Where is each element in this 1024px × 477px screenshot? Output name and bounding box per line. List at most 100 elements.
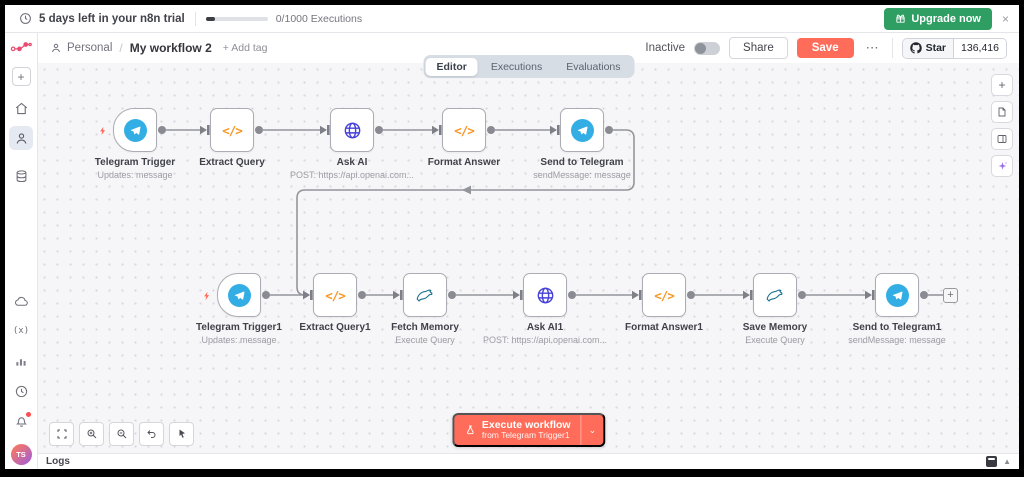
user-icon [16,132,26,144]
undo-icon [146,430,155,438]
status-label: Inactive [645,42,686,54]
node-label: Ask AI [336,157,368,168]
sticky-note-button[interactable] [991,101,1013,123]
home-icon [15,102,27,114]
ai-assistant-button[interactable] [991,155,1013,177]
add-node-endpoint[interactable]: + [943,288,958,303]
breadcrumb-project[interactable]: Personal [50,42,112,54]
more-menu-icon[interactable]: ⋯ [865,40,880,55]
node-box[interactable] [113,108,157,152]
executions-progress-bar [205,16,268,21]
pointer-tool-button[interactable] [169,422,194,446]
code-icon: </> [454,122,475,138]
node-box[interactable]: </> [210,108,254,152]
node-fa1[interactable]: </> Format Answer1 [625,273,703,333]
sidebar-item-data-tables[interactable] [9,164,33,188]
node-label: Format Answer1 [625,322,703,333]
node-box[interactable] [560,108,604,152]
view-tabs: Editor Executions Evaluations [422,55,635,78]
create-workflow-button[interactable]: + [11,67,31,86]
node-box[interactable] [523,273,567,317]
gift-icon [896,14,905,23]
clock-icon [20,13,31,24]
clock-icon [15,385,27,397]
add-node-button[interactable]: + [991,74,1013,96]
upgrade-button[interactable]: Upgrade now [884,7,992,30]
n8n-logo-icon[interactable] [10,40,32,58]
sidebar-item-overview[interactable] [9,96,33,120]
node-box[interactable] [875,273,919,317]
sidebar-item-whats-new[interactable] [9,409,33,433]
trial-message: 5 days left in your n8n trial [39,12,185,25]
zoom-out-button[interactable] [109,422,134,446]
mysql-icon [416,289,433,302]
add-tag-button[interactable]: + Add tag [222,42,268,54]
logs-panel-icon[interactable] [986,456,998,467]
close-banner-icon[interactable]: × [1001,11,1009,26]
sidebar-item-insights[interactable] [9,349,33,373]
sidebar-item-help[interactable] [9,379,33,403]
panel-icon [997,135,1007,143]
user-avatar[interactable]: TS [10,444,32,465]
project-label: Personal [67,42,113,54]
workflow-name[interactable]: My workflow 2 [129,41,212,55]
star-count: 136,416 [954,38,1006,58]
node-label: Extract Query1 [299,322,371,333]
node-fa[interactable]: </> Format Answer [428,108,500,168]
node-box[interactable]: </> [642,273,686,317]
toggle-knob [695,42,707,54]
open-panel-button[interactable] [991,128,1013,150]
execute-dropdown-caret[interactable]: ⌄ [580,415,604,445]
node-eq1[interactable]: </> Extract Query1 [299,273,371,333]
execute-workflow-button[interactable]: Execute workflow from Telegram Trigger1 … [451,413,606,447]
node-subtitle: POST: https://api.openai.com... [482,335,608,345]
logs-bar[interactable]: Logs ▲ [38,453,1019,469]
node-label: Fetch Memory [391,322,459,333]
github-icon [909,42,922,54]
node-label: Send to Telegram1 [852,322,942,333]
node-box[interactable]: </> [313,273,357,317]
person-icon [52,43,60,53]
node-label: Ask AI1 [526,322,564,333]
node-eq[interactable]: </> Extract Query [199,108,265,168]
save-button[interactable]: Save [796,38,854,58]
insights-icon [16,359,26,366]
workflow-header: Personal / My workflow 2 + Add tag Inact… [38,33,1019,63]
sparkle-icon [998,161,1007,170]
node-subtitle: Updates: message [201,335,277,345]
github-star-widget[interactable]: Star 136,416 [901,37,1007,59]
zoom-in-button[interactable] [79,422,104,446]
code-icon: </> [325,287,346,303]
node-box[interactable] [403,273,447,317]
active-toggle[interactable] [694,41,721,55]
chevron-up-icon[interactable]: ▲ [1003,457,1011,466]
sidebar-item-personal[interactable] [9,126,33,150]
logs-label: Logs [46,456,70,467]
node-box[interactable] [330,108,374,152]
node-box[interactable] [753,273,797,317]
fit-view-button[interactable] [49,422,74,446]
node-subtitle: Execute Query [745,335,805,345]
trigger-bolt-icon [98,124,108,142]
sidebar-item-cloud-admin[interactable] [9,289,33,313]
tab-executions[interactable]: Executions [490,60,543,73]
tab-editor[interactable]: Editor [425,57,478,76]
node-box[interactable]: </> [442,108,486,152]
sidebar-item-variables[interactable]: (x) [9,319,33,343]
node-subtitle: Updates: message [97,170,173,180]
canvas-controls [49,422,194,446]
tab-evaluations[interactable]: Evaluations [566,60,621,73]
undo-button[interactable] [139,422,164,446]
node-box[interactable] [217,273,261,317]
share-button[interactable]: Share [729,37,788,59]
globe-icon [344,122,360,138]
